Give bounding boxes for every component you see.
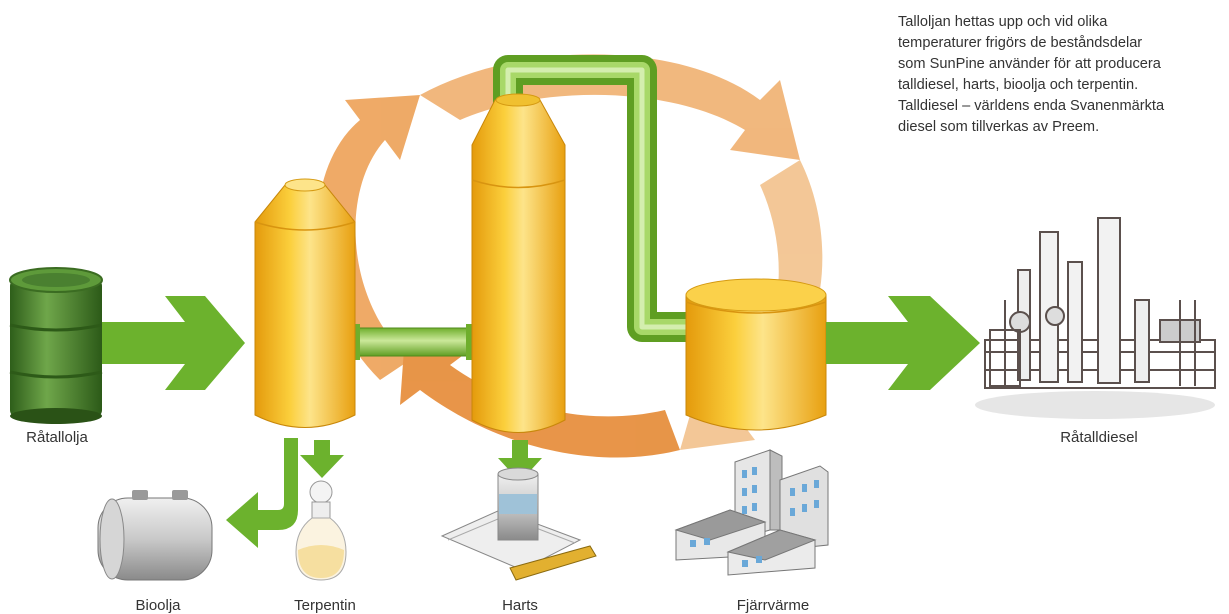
label-ratalldiesel: Råtalldiesel: [1060, 429, 1138, 446]
barrel-icon: [9, 267, 103, 424]
label-harts: Harts: [502, 597, 538, 614]
cycle-arc-bottom: [400, 335, 680, 458]
input-arrow: [102, 296, 245, 390]
refinery-icon: [975, 217, 1216, 419]
label-terpentin: Terpentin: [294, 597, 356, 614]
cycle-arc-right: [680, 160, 823, 450]
product-outlet-arrows: [226, 438, 542, 548]
distillation-column-2: [471, 93, 566, 433]
label-bioolja: Bioolja: [135, 597, 181, 614]
description-line-1: Talloljan hettas upp och vid olika: [898, 14, 1108, 30]
distillation-column-1: [254, 178, 356, 428]
output-arrow: [826, 296, 980, 390]
description-line-6: diesel som tillverkas av Preem.: [898, 119, 1100, 135]
pipe-network: [352, 55, 690, 360]
terpentin-flask-icon: [295, 480, 347, 581]
harts-arrow: [498, 440, 542, 482]
bioolja-tank-icon: [97, 490, 213, 581]
horizontal-pipe: [357, 327, 475, 357]
terpentin-arrow: [300, 440, 344, 478]
description-text: Talloljan hettas upp och vid olika tempe…: [898, 12, 1223, 138]
description-line-2: temperaturer frigörs de beståndsdelar: [898, 35, 1143, 51]
description-line-5: Talldiesel – världens enda Svanenmärkta: [898, 98, 1165, 114]
description-line-3: som SunPine använder för att producera: [898, 56, 1161, 72]
storage-tank: [685, 278, 827, 431]
bioolja-arrow: [226, 438, 298, 548]
harts-products-icon: [440, 467, 597, 581]
label-ratallolja: Råtallolja: [26, 429, 88, 446]
fjarrvarme-buildings-icon: [674, 449, 829, 576]
description-line-4: talldiesel, harts, bioolja och terpentin…: [898, 77, 1139, 93]
label-fjarrvarme: Fjärrvärme: [736, 597, 810, 614]
